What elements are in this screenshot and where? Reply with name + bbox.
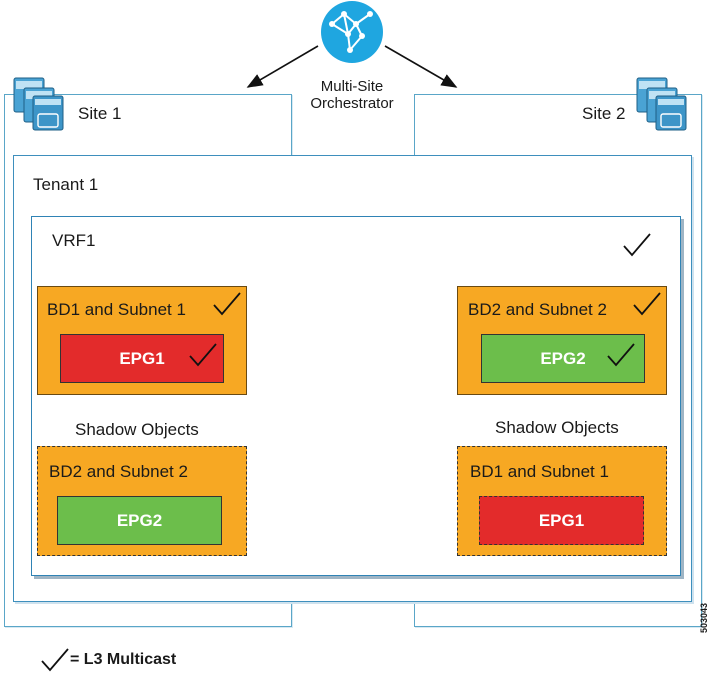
site-1-shadow-bd-label: BD2 and Subnet 2: [49, 462, 188, 481]
site-2-shadow-epg1-box: EPG1: [479, 496, 644, 545]
arrow-to-site-1: [246, 45, 319, 88]
tenant-label: Tenant 1: [33, 175, 99, 194]
legend-check-icon: [40, 648, 70, 672]
site-2-epg2-box: EPG2: [481, 334, 645, 383]
vrf-multicast-check-icon: [622, 233, 652, 257]
site-2-bd-label: BD2 and Subnet 2: [468, 300, 607, 319]
site-1-label: Site 1: [78, 104, 122, 123]
site-1-epg1-label: EPG1: [119, 348, 165, 368]
multi-site-orchestrator-icon: [321, 1, 383, 63]
site-1-bd-multicast-check-icon: [212, 292, 242, 316]
site-2-shadow-objects-title: Shadow Objects: [495, 418, 619, 437]
site-2-shadow-bd-label: BD1 and Subnet 1: [470, 462, 609, 481]
site-1-epg1-multicast-check-icon: [188, 343, 218, 367]
site-1-bd-label: BD1 and Subnet 1: [47, 300, 186, 319]
site-2-bd-multicast-check-icon: [632, 292, 662, 316]
site-2-shadow-epg1-label: EPG1: [538, 510, 585, 530]
site-1-apic-icon: [13, 76, 65, 132]
legend-text: = L3 Multicast: [70, 651, 177, 668]
site-2-epg2-label: EPG2: [540, 348, 586, 368]
vrf-label: VRF1: [52, 231, 96, 250]
orchestrator-label: Multi-Site Orchestrator: [296, 78, 408, 112]
site-2-label: Site 2: [582, 104, 626, 123]
site-2-epg2-multicast-check-icon: [606, 343, 636, 367]
orchestrator-arrows: [246, 45, 458, 88]
arrow-to-site-2: [384, 45, 458, 88]
site-1-epg1-box: EPG1: [60, 334, 224, 383]
site-1-shadow-epg2-box: EPG2: [57, 496, 222, 545]
figure-code: 503043: [699, 602, 709, 633]
site-1-shadow-epg2-label: EPG2: [116, 510, 163, 530]
site-1-shadow-objects-title: Shadow Objects: [75, 420, 199, 439]
site-2-apic-icon: [636, 76, 688, 132]
